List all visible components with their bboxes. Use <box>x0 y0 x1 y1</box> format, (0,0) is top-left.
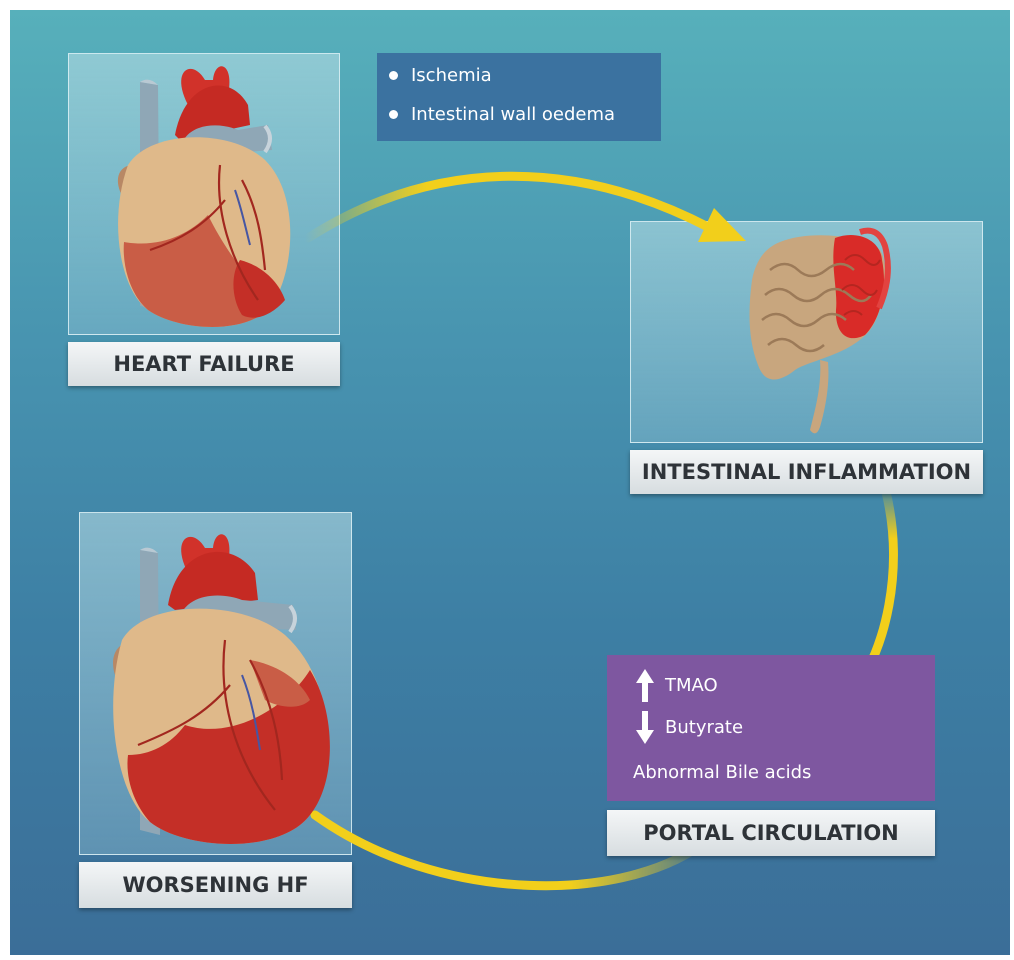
intestine-effects-box: Ischemia Intestinal wall oedema <box>377 53 661 141</box>
butyrate-label: Butyrate <box>665 717 743 738</box>
bile-acids-label: Abnormal Bile acids <box>633 762 811 783</box>
portal-circulation-label: PORTAL CIRCULATION <box>607 810 935 856</box>
bullet-icon <box>389 71 398 80</box>
tmao-label: TMAO <box>665 675 718 696</box>
portal-changes-box: TMAO Butyrate Abnormal Bile acids <box>607 655 935 801</box>
effect-ischemia: Ischemia <box>411 65 492 86</box>
effect-item: Intestinal wall oedema <box>389 104 615 125</box>
arrow-down-icon <box>635 711 655 745</box>
bullet-icon <box>389 110 398 119</box>
worsening-hf-label: WORSENING HF <box>79 862 352 908</box>
intestinal-inflammation-label: INTESTINAL INFLAMMATION <box>630 450 983 494</box>
diagram-canvas: Ischemia Intestinal wall oedema TMAO But… <box>10 10 1010 955</box>
effect-item: Ischemia <box>389 65 492 86</box>
effect-oedema: Intestinal wall oedema <box>411 104 615 125</box>
arrow-up-icon <box>635 669 655 703</box>
heart-failure-label: HEART FAILURE <box>68 342 340 386</box>
